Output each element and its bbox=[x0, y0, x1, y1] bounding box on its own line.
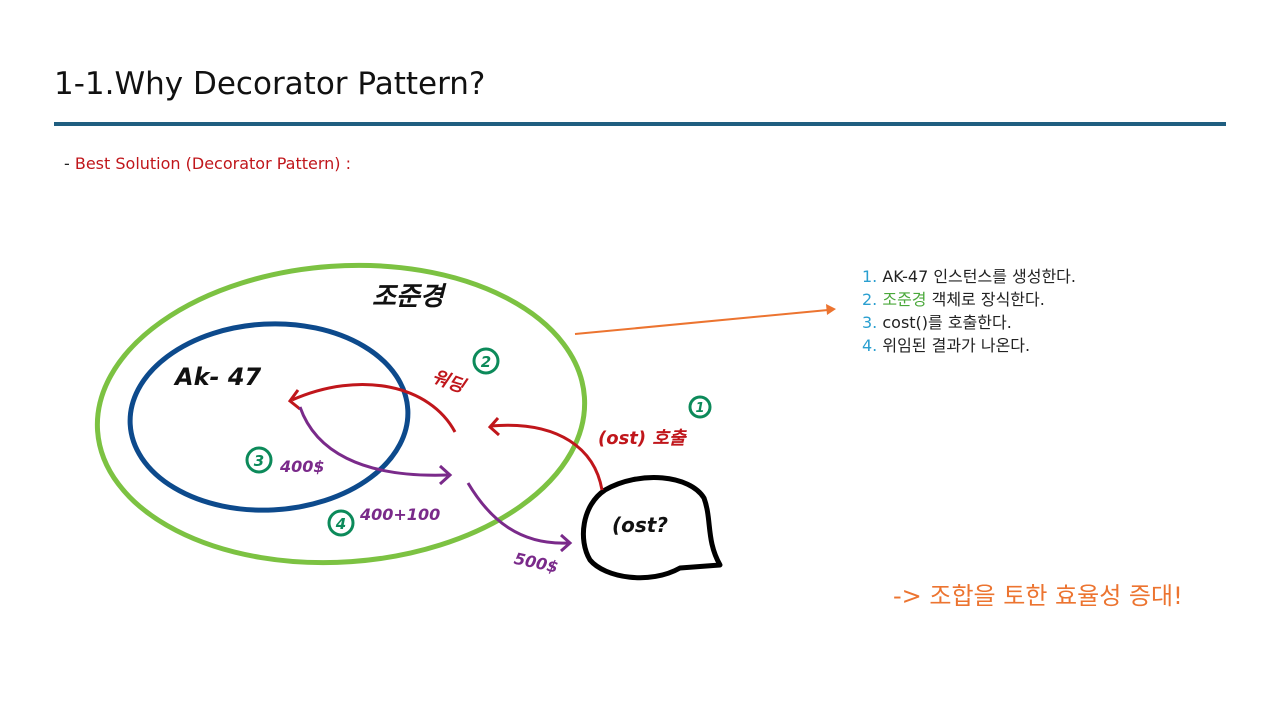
outer-label: 조준경 bbox=[372, 282, 447, 312]
sum-step: 4 bbox=[335, 515, 346, 533]
subtitle: - Best Solution (Decorator Pattern) : bbox=[64, 154, 351, 173]
step-number: 4. bbox=[862, 336, 878, 355]
step-circle-1 bbox=[688, 395, 712, 419]
step-number: 2. bbox=[862, 290, 878, 309]
step-text: AK-47 인스턴스를 생성한다. bbox=[877, 267, 1076, 286]
step-item-3: 3. cost()를 호출한다. bbox=[862, 311, 1076, 334]
slide-title: 1-1.Why Decorator Pattern? bbox=[54, 66, 486, 102]
return-arrow-inner-head bbox=[438, 464, 453, 486]
orange-arrow-head bbox=[826, 304, 836, 315]
call-arrow-head bbox=[487, 417, 500, 437]
subtitle-text: Best Solution (Decorator Pattern) : bbox=[74, 154, 352, 173]
step-highlight: 조준경 bbox=[882, 290, 927, 309]
wrap-step: 2 bbox=[481, 353, 491, 371]
call-arrow bbox=[489, 423, 604, 491]
step-number: 1. bbox=[862, 267, 878, 286]
step-text: 위임된 결과가 나온다. bbox=[877, 336, 1031, 355]
inner-value: 400$ bbox=[279, 457, 325, 476]
cost-blob bbox=[580, 475, 723, 581]
inner-label: Ak- 47 bbox=[173, 363, 262, 391]
return-arrow-outer-head bbox=[560, 533, 573, 553]
wrap-label: 워딩 bbox=[429, 366, 470, 398]
wrap-arrow bbox=[291, 383, 457, 433]
outer-ellipse bbox=[94, 262, 588, 566]
sum-value: 400+100 bbox=[359, 505, 440, 524]
title-rule bbox=[54, 122, 1226, 126]
conclusion-text: -> 조합을 토한 효율성 증대! bbox=[893, 582, 1183, 610]
step-text: 객체로 장식한다. bbox=[926, 290, 1045, 309]
steps-list: 1. AK-47 인스턴스를 생성한다. 2. 조준경 객체로 장식한다. 3.… bbox=[862, 265, 1076, 357]
call-label: (ost) 호출 bbox=[598, 428, 687, 449]
step-item-2: 2. 조준경 객체로 장식한다. bbox=[862, 288, 1076, 311]
wrap-arrow-head bbox=[287, 389, 301, 411]
step-circle-4 bbox=[327, 509, 355, 537]
return-arrow-outer bbox=[466, 482, 569, 545]
return-arrow-inner bbox=[298, 406, 449, 477]
step-item-4: 4. 위임된 결과가 나온다. bbox=[862, 334, 1076, 357]
final-value: 500$ bbox=[512, 549, 560, 577]
step-text: cost()를 호출한다. bbox=[877, 313, 1012, 332]
step-circle-3 bbox=[245, 446, 273, 474]
subtitle-dash: - bbox=[64, 154, 75, 173]
step-circle-2 bbox=[472, 347, 500, 375]
inner-step: 3 bbox=[254, 452, 264, 470]
step-item-1: 1. AK-47 인스턴스를 생성한다. bbox=[862, 265, 1076, 288]
inner-ellipse bbox=[127, 321, 411, 513]
orange-arrow-line bbox=[574, 309, 829, 335]
call-step: 1 bbox=[695, 401, 704, 416]
cost-label: (ost? bbox=[612, 513, 668, 537]
step-number: 3. bbox=[862, 313, 878, 332]
